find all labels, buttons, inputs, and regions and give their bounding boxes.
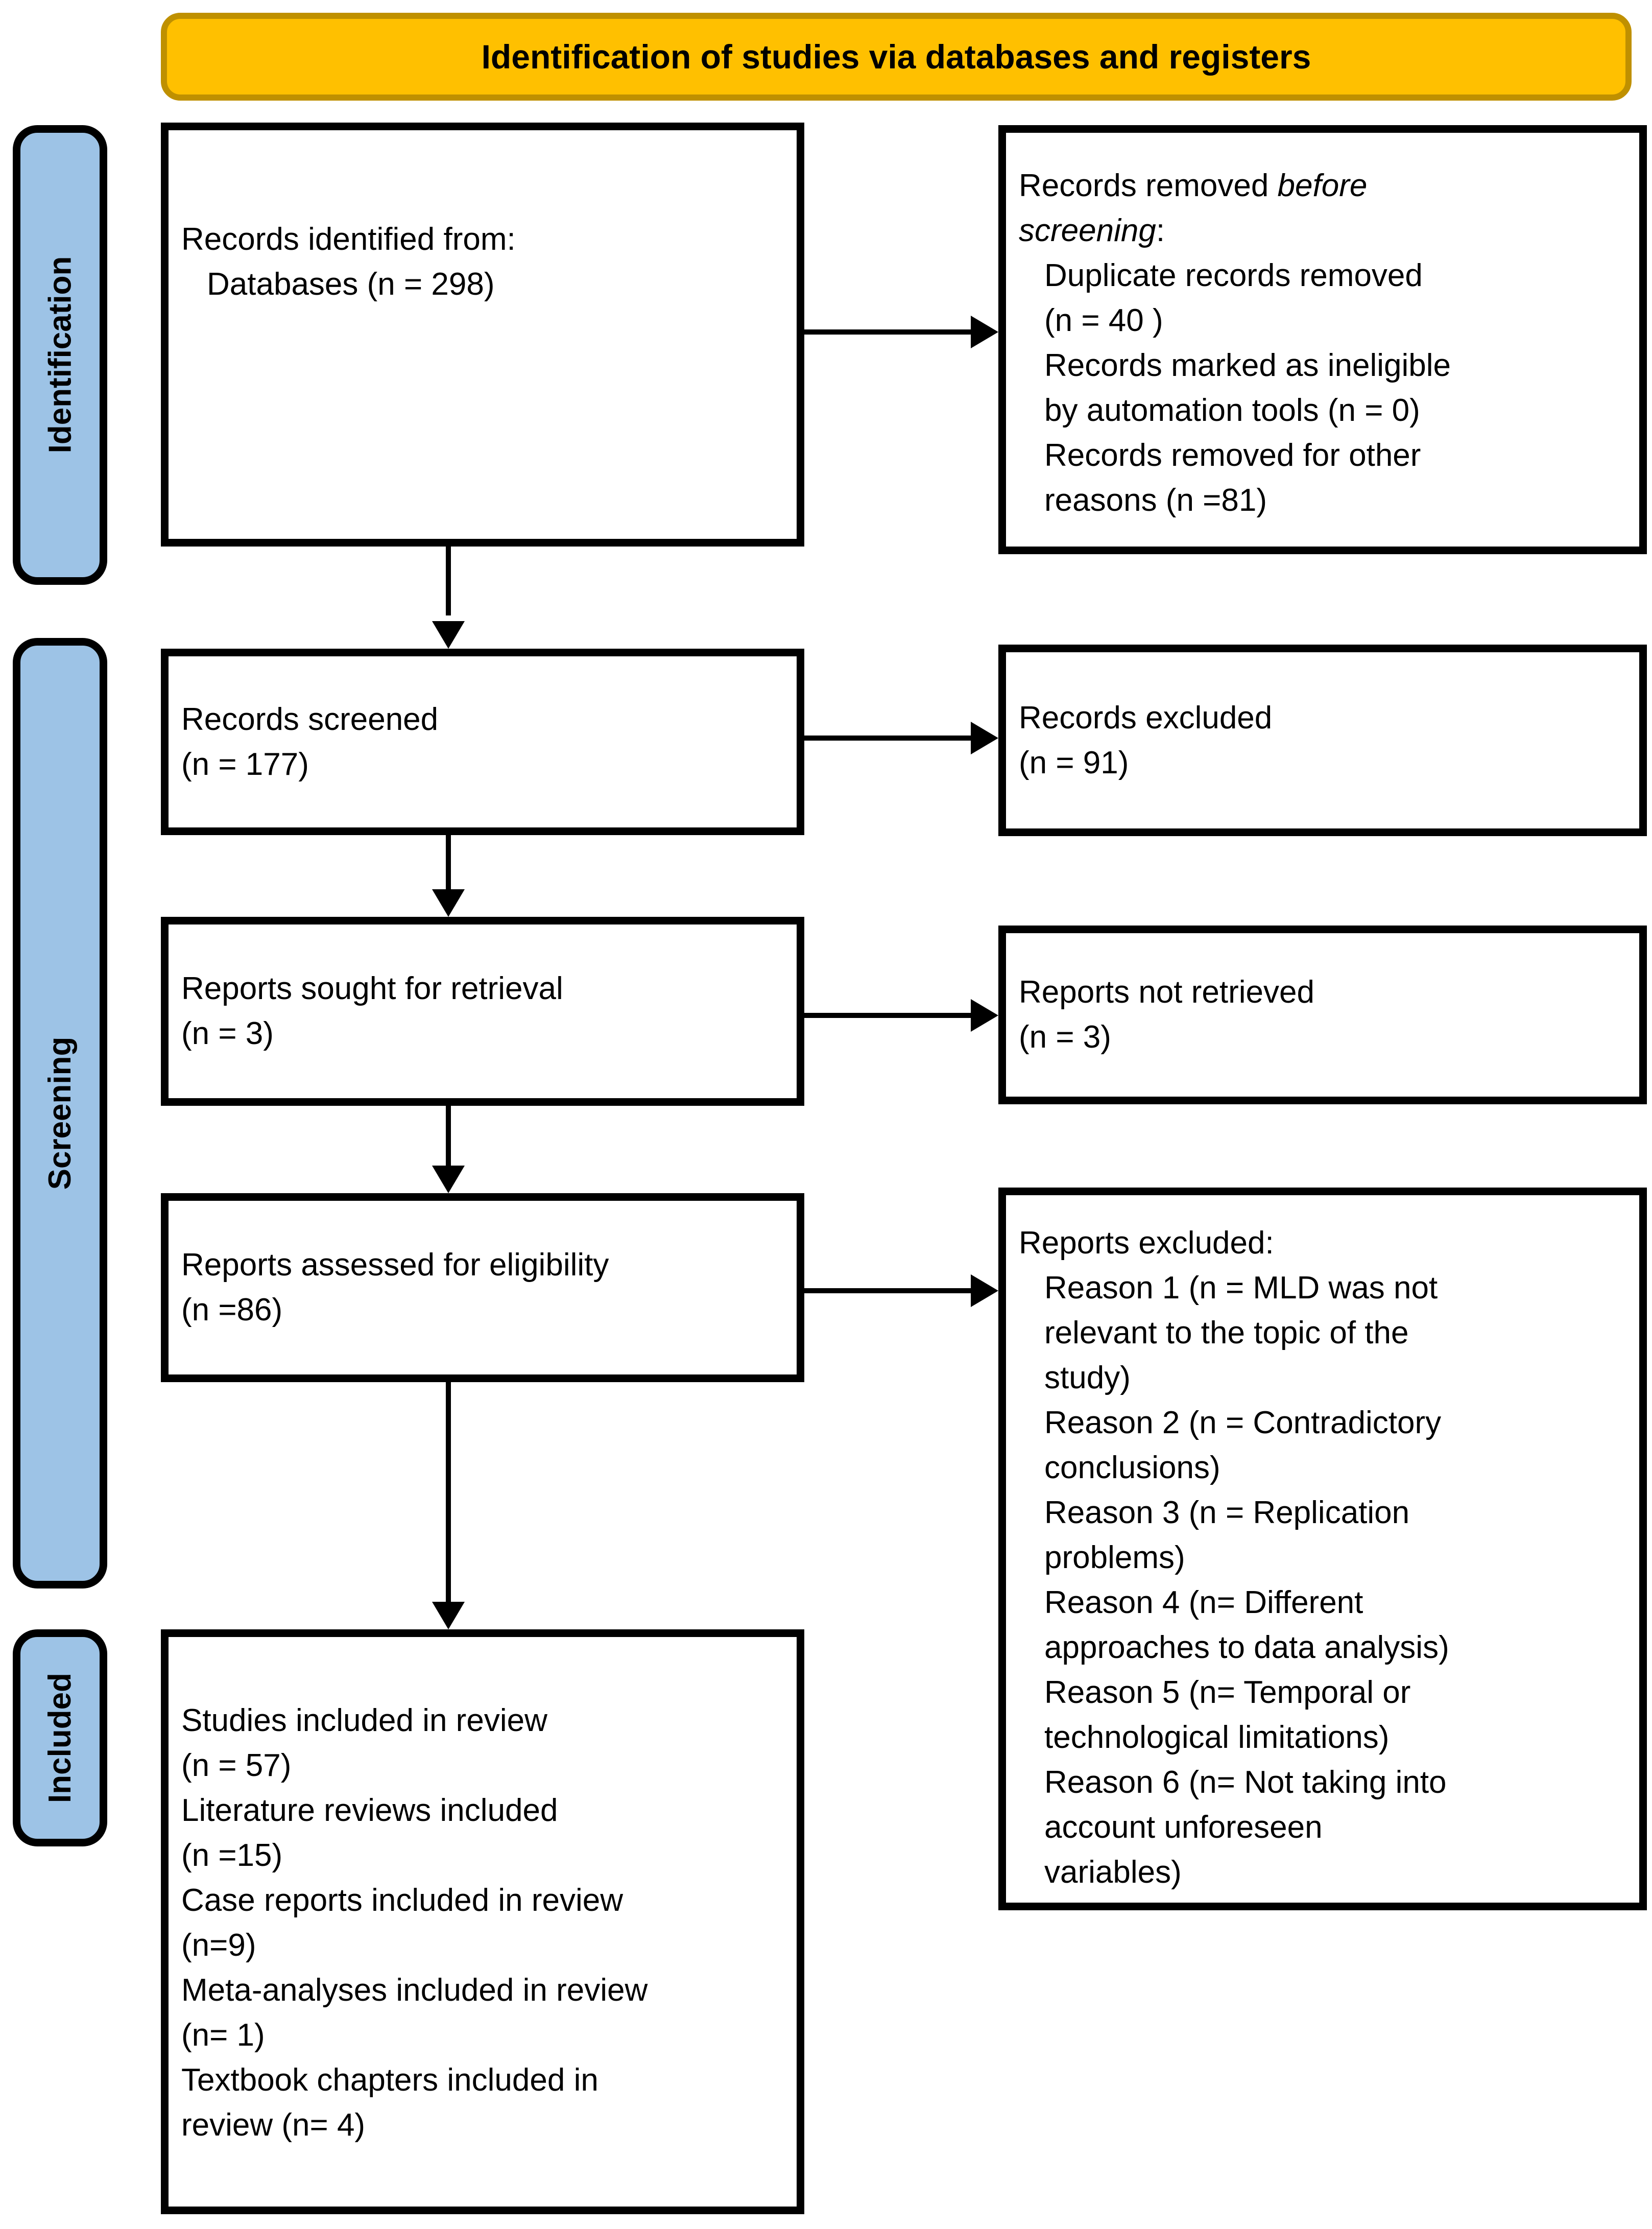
box-reports-assessed: Reports assessed for eligibility (n =86) xyxy=(161,1193,804,1382)
reports-excluded-reason-6: Reason 6 (n= Not taking into account unf… xyxy=(1044,1765,1447,1890)
arrow-identified-to-removed-shaft xyxy=(804,329,972,335)
records-identified-line1: Records identified from: xyxy=(181,222,516,257)
banner-title: Identification of studies via databases … xyxy=(481,38,1311,76)
stage-identification: Identification xyxy=(13,125,107,585)
box-reports-not-retrieved: Reports not retrieved (n = 3) xyxy=(998,926,1647,1104)
stage-included-label: Included xyxy=(42,1673,78,1803)
arrow-identified-to-screened-head xyxy=(432,621,465,649)
records-removed-title-pre: Records removed xyxy=(1019,168,1278,203)
arrow-screened-to-sought-shaft xyxy=(446,835,451,890)
arrow-sought-to-notretrieved-head xyxy=(971,999,998,1032)
arrow-assessed-to-reportsexcluded-shaft xyxy=(804,1288,972,1293)
records-removed-title-colon: : xyxy=(1156,213,1165,248)
title-banner: Identification of studies via databases … xyxy=(161,13,1632,101)
records-removed-item-automation: Records marked as ineligible by automati… xyxy=(1044,348,1451,428)
arrow-identified-to-screened-shaft xyxy=(446,547,451,615)
box-reports-sought: Reports sought for retrieval (n = 3) xyxy=(161,917,804,1106)
arrow-screened-to-excluded-shaft xyxy=(804,736,972,741)
stage-identification-label-wrap: Identification xyxy=(21,133,100,577)
included-studies-text: Studies included in review (n = 57) Lite… xyxy=(181,1703,648,2143)
stage-included-label-wrap: Included xyxy=(20,1637,100,1839)
records-removed-title-line1: Records removed before xyxy=(1019,163,1626,208)
reports-excluded-reason-2: Reason 2 (n = Contradictory conclusions) xyxy=(1044,1405,1442,1485)
stage-screening-label-wrap: Screening xyxy=(20,646,100,1581)
records-removed-title-italic1: before xyxy=(1277,168,1368,203)
reports-excluded-reason-5: Reason 5 (n= Temporal or technological l… xyxy=(1044,1675,1411,1755)
arrow-identified-to-removed-head xyxy=(971,316,998,348)
box-included-studies: Studies included in review (n = 57) Lite… xyxy=(161,1629,804,2214)
reports-excluded-reason-3: Reason 3 (n = Replication problems) xyxy=(1044,1495,1410,1575)
records-identified-line2: Databases (n = 298) xyxy=(207,267,495,302)
reports-assessed-text: Reports assessed for eligibility (n =86) xyxy=(181,1247,609,1327)
records-removed-title-italic2: screening xyxy=(1019,213,1156,248)
box-records-screened: Records screened (n = 177) xyxy=(161,649,804,835)
records-screened-text: Records screened (n = 177) xyxy=(181,701,439,782)
reports-sought-text: Reports sought for retrieval (n = 3) xyxy=(181,971,563,1051)
box-reports-excluded: Reports excluded: Reason 1 (n = MLD was … xyxy=(998,1188,1647,1910)
arrow-sought-to-assessed-head xyxy=(432,1166,465,1193)
box-records-removed: Records removed before screening: Duplic… xyxy=(998,125,1647,554)
reports-not-retrieved-text: Reports not retrieved (n = 3) xyxy=(1019,975,1314,1055)
arrow-assessed-to-included-shaft xyxy=(446,1382,451,1603)
records-excluded-text: Records excluded (n = 91) xyxy=(1019,700,1273,780)
box-records-identified: Records identified from: Databases (n = … xyxy=(161,123,804,547)
stage-screening-label: Screening xyxy=(42,1036,78,1190)
arrow-assessed-to-included-head xyxy=(432,1602,465,1629)
records-removed-item-duplicates: Duplicate records removed (n = 40 ) xyxy=(1044,258,1423,338)
reports-excluded-reason-4: Reason 4 (n= Different approaches to dat… xyxy=(1044,1585,1449,1665)
arrow-assessed-to-reportsexcluded-head xyxy=(971,1274,998,1307)
stage-screening: Screening xyxy=(13,638,107,1588)
arrow-sought-to-assessed-shaft xyxy=(446,1106,451,1167)
arrow-screened-to-excluded-head xyxy=(971,722,998,754)
box-records-excluded: Records excluded (n = 91) xyxy=(998,645,1647,836)
reports-excluded-reason-1: Reason 1 (n = MLD was not relevant to th… xyxy=(1044,1270,1438,1395)
stage-identification-label: Identification xyxy=(42,256,78,454)
arrow-sought-to-notretrieved-shaft xyxy=(804,1013,972,1018)
stage-included: Included xyxy=(13,1629,107,1846)
arrow-screened-to-sought-head xyxy=(432,889,465,917)
records-removed-item-other: Records removed for other reasons (n =81… xyxy=(1044,438,1421,518)
reports-excluded-title: Reports excluded: xyxy=(1019,1225,1274,1261)
records-removed-title-line2: screening: xyxy=(1019,208,1626,253)
